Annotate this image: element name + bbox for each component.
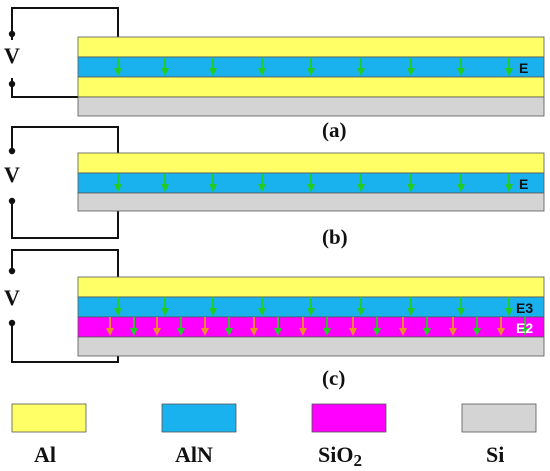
legend-label-sio2-subscript: 2 [353, 451, 362, 470]
si-substrate [77, 96, 545, 117]
panel-label-a: (a) [322, 118, 347, 142]
terminal-dot [8, 319, 16, 327]
voltage-label: V [4, 162, 20, 187]
panel-c: V E3 E2 (c) [4, 249, 545, 390]
legend-label-al: Al [34, 442, 56, 467]
panel-label-b: (b) [322, 225, 348, 249]
panel-a: V E (a) [4, 7, 545, 142]
legend: Al AlN SiO2 Si [11, 403, 537, 470]
al-top-layer [77, 152, 545, 174]
voltage-label: V [4, 285, 20, 310]
field-arrows-c [106, 297, 529, 336]
si-substrate [77, 192, 545, 212]
legend-swatch-aln [161, 403, 237, 433]
terminal-dot [8, 197, 16, 205]
field-label-e: E [519, 176, 528, 192]
legend-swatch-al [11, 403, 87, 433]
si-substrate [77, 336, 545, 357]
legend-label-sio2-main: SiO [318, 442, 353, 467]
sio2-layer [77, 316, 545, 338]
terminal-dot [8, 267, 16, 275]
al-top-layer [77, 276, 545, 298]
field-label-e3: E3 [516, 300, 533, 316]
legend-label-aln: AlN [175, 442, 213, 467]
legend-label-si: Si [486, 442, 504, 467]
legend-swatch-si [461, 403, 537, 433]
field-label-e: E [519, 60, 528, 76]
terminal-dot [8, 30, 16, 38]
panel-label-c: (c) [322, 366, 345, 390]
terminal-dot [8, 80, 16, 88]
circuit-wire-b [11, 126, 119, 239]
field-label-e2: E2 [516, 320, 533, 336]
circuit-wire-c [11, 249, 119, 363]
al-bottom-layer [77, 76, 545, 98]
al-top-layer [77, 36, 545, 58]
terminal-dot [8, 147, 16, 155]
voltage-label: V [4, 43, 20, 68]
panel-b: V E (b) [4, 126, 545, 249]
legend-swatch-sio2 [311, 403, 387, 433]
legend-label-sio2: SiO2 [318, 442, 362, 470]
field-arrows-b [114, 174, 513, 192]
field-arrows-a [114, 58, 513, 76]
